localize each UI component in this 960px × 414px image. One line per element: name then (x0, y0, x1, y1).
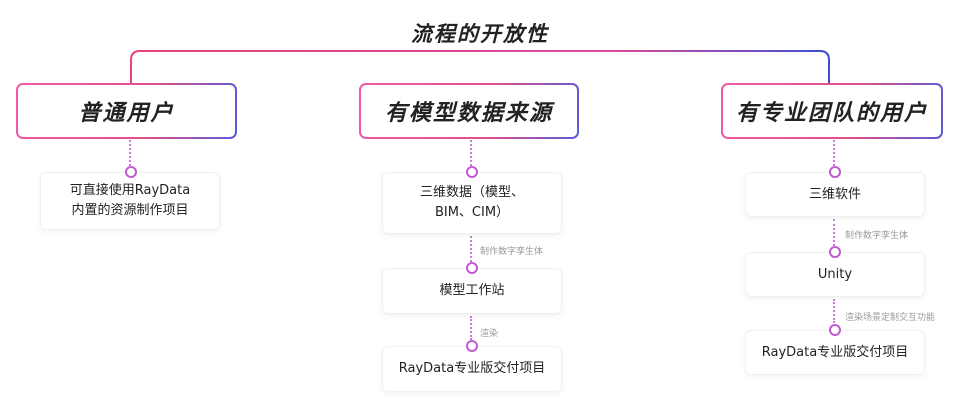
step-link-label: 渲染 (480, 329, 499, 339)
connector-line (129, 140, 131, 166)
step-link-label: 制作数字孪生体 (480, 247, 544, 257)
connector-dot (125, 166, 137, 178)
connector-dot (466, 262, 478, 274)
connector-dot (829, 324, 841, 336)
header-model-data-source: 有模型数据来源 (359, 83, 579, 139)
connector-dot (829, 246, 841, 258)
step-card: 三维数据（模型、 BIM、CIM） (382, 172, 562, 234)
connector-line (470, 316, 472, 340)
connector-dot (829, 166, 841, 178)
connector-line (470, 140, 472, 166)
diagram-title: 流程的开放性 (411, 22, 549, 46)
bracket-connector (130, 50, 830, 84)
step-card: 三维软件 (745, 172, 925, 217)
connector-line (833, 219, 835, 246)
step-card: 可直接使用RayData 内置的资源制作项目 (40, 172, 220, 230)
header-regular-user: 普通用户 (16, 83, 237, 139)
header-professional-team: 有专业团队的用户 (721, 83, 943, 139)
step-card: 模型工作站 (382, 268, 562, 314)
step-card: RayData专业版交付项目 (382, 346, 562, 392)
step-link-label: 渲染场景定制交互功能 (845, 313, 936, 323)
connector-line (833, 140, 835, 166)
step-card: Unity (745, 252, 925, 297)
step-link-label: 制作数字孪生体 (845, 231, 909, 241)
connector-line (470, 236, 472, 262)
connector-line (833, 299, 835, 323)
connector-dot (466, 340, 478, 352)
connector-dot (466, 166, 478, 178)
step-card: RayData专业版交付项目 (745, 330, 925, 375)
